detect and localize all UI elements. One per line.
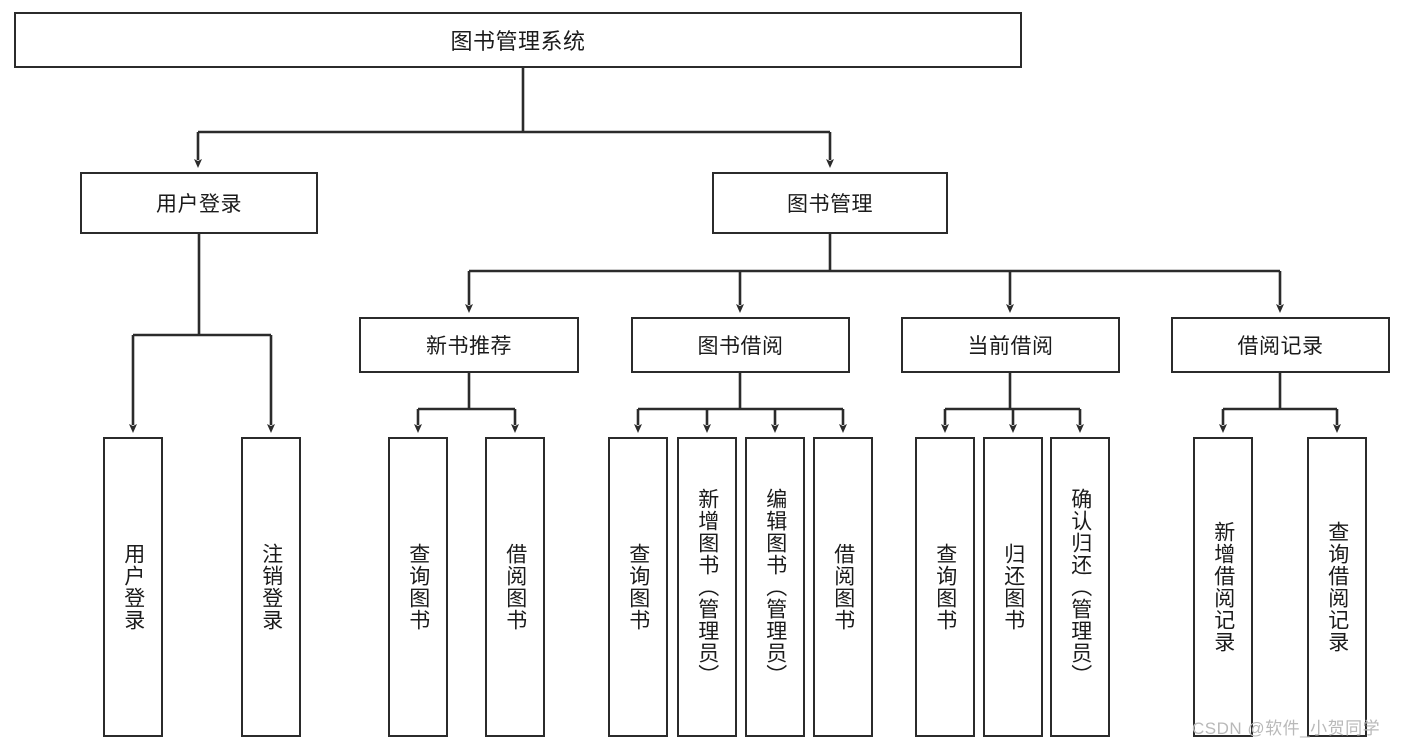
leaf-query-book-recommend: 查询图书	[388, 437, 448, 737]
leaf-borrow-book: 借阅图书	[813, 437, 873, 737]
node-new-book-recommend: 新书推荐	[359, 317, 579, 373]
leaf-add-book-admin: 新增图书（管理员）	[677, 437, 737, 737]
leaf-user-login: 用户登录	[103, 437, 163, 737]
leaf-return-book: 归还图书	[983, 437, 1043, 737]
watermark: CSDN @软件_小贺同学	[1192, 719, 1381, 738]
node-current-borrow: 当前借阅	[901, 317, 1120, 373]
node-root: 图书管理系统	[14, 12, 1022, 68]
leaf-query-book-borrow: 查询图书	[608, 437, 668, 737]
node-borrow-record: 借阅记录	[1171, 317, 1390, 373]
leaf-edit-book-admin: 编辑图书（管理员）	[745, 437, 805, 737]
leaf-borrow-book-recommend: 借阅图书	[485, 437, 545, 737]
leaf-query-borrow-record: 查询借阅记录	[1307, 437, 1367, 737]
leaf-add-borrow-record: 新增借阅记录	[1193, 437, 1253, 737]
leaf-user-logout: 注销登录	[241, 437, 301, 737]
node-user-login: 用户登录	[80, 172, 318, 234]
node-book-borrow: 图书借阅	[631, 317, 850, 373]
leaf-query-book-current: 查询图书	[915, 437, 975, 737]
leaf-confirm-return-admin: 确认归还（管理员）	[1050, 437, 1110, 737]
node-book-management: 图书管理	[712, 172, 948, 234]
